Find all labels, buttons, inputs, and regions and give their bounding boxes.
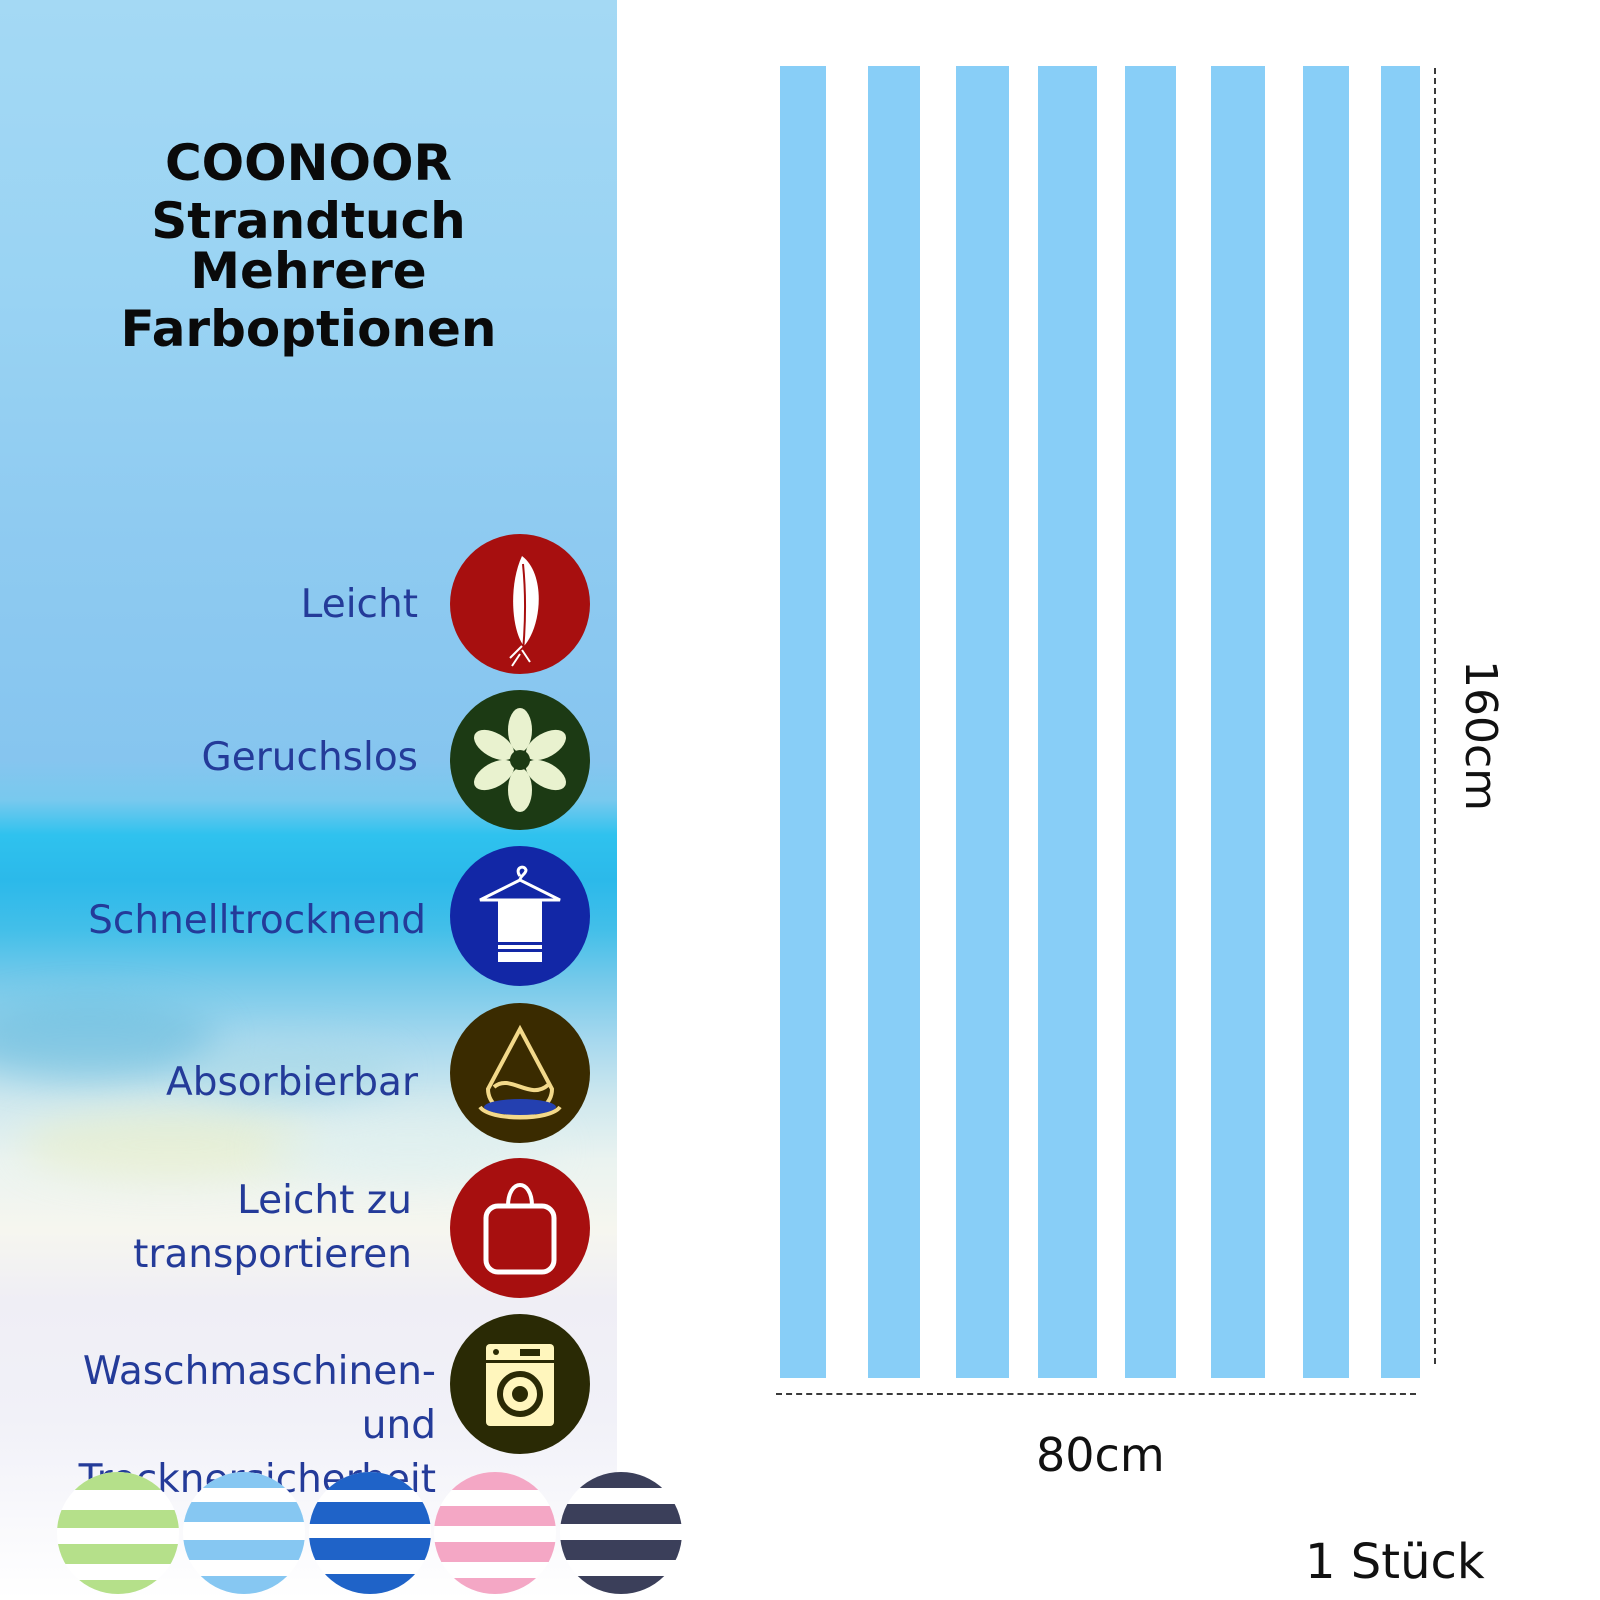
towel-stripe bbox=[1038, 66, 1097, 1378]
height-label: 160cm bbox=[1455, 660, 1506, 812]
flower-icon bbox=[450, 690, 590, 830]
color-option-pink[interactable] bbox=[434, 1472, 556, 1594]
towel-hanger-icon bbox=[450, 846, 590, 986]
towel-stripe bbox=[868, 66, 920, 1378]
towel-stripe bbox=[780, 66, 826, 1378]
color-option-blue[interactable] bbox=[309, 1472, 431, 1594]
towel-stripe bbox=[1303, 66, 1349, 1378]
feature-label-transport: Leicht zu transportieren bbox=[133, 1174, 412, 1282]
towel-stripe bbox=[1211, 66, 1265, 1378]
color-option-green[interactable] bbox=[57, 1472, 179, 1594]
color-option-navy[interactable] bbox=[560, 1472, 682, 1594]
washing-machine-icon bbox=[450, 1314, 590, 1454]
feature-label-geruchslos: Geruchslos bbox=[201, 735, 418, 780]
page-title: COONOOR Strandtuch bbox=[151, 134, 466, 250]
towel-stripe bbox=[956, 66, 1009, 1378]
towel-stripe bbox=[1125, 66, 1176, 1378]
towel-illustration bbox=[780, 66, 1420, 1378]
feature-label-washing-line1: Waschmaschinen- und bbox=[82, 1349, 436, 1448]
feather-icon bbox=[450, 534, 590, 674]
count-label: 1 Stück bbox=[1305, 1534, 1485, 1590]
feature-label-absorbierbar: Absorbierbar bbox=[166, 1060, 418, 1105]
feature-label-leicht: Leicht bbox=[300, 582, 418, 627]
width-label: 80cm bbox=[1036, 1428, 1165, 1482]
height-dimension-line bbox=[1434, 68, 1436, 1364]
feature-label-transport-line1: Leicht zu bbox=[237, 1178, 412, 1223]
width-dimension-line bbox=[776, 1393, 1416, 1395]
feature-label-schnelltrocknend: Schnelltrocknend bbox=[88, 898, 426, 943]
towel-stripe bbox=[1381, 66, 1420, 1378]
color-option-light-blue[interactable] bbox=[183, 1472, 305, 1594]
water-drop-icon bbox=[450, 1003, 590, 1143]
page-subtitle: Mehrere Farboptionen bbox=[120, 242, 497, 358]
bag-icon bbox=[450, 1158, 590, 1298]
feature-label-transport-line2: transportieren bbox=[133, 1232, 412, 1277]
